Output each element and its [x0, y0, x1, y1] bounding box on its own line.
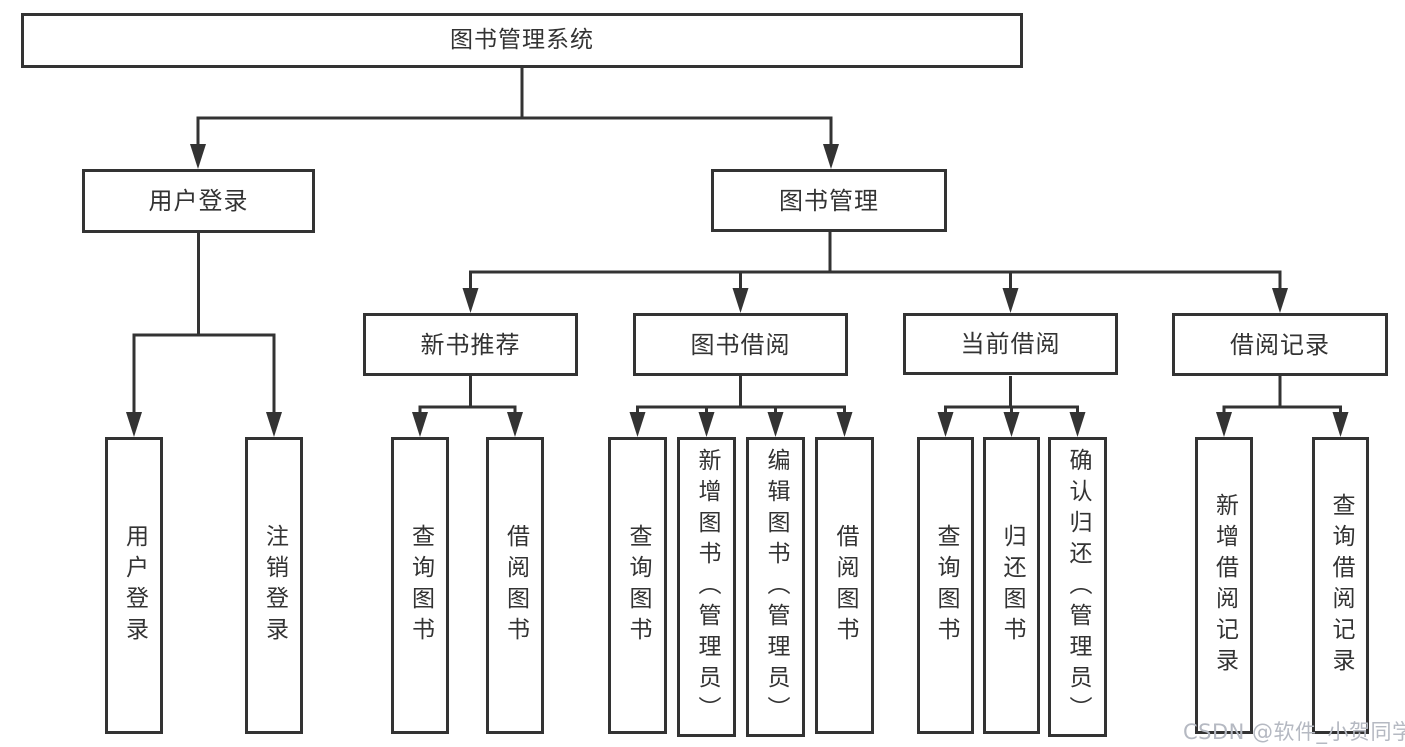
arrowheads [126, 144, 1349, 437]
node-current-borrow: 当前借阅 [903, 313, 1118, 375]
leaf-current-confirm-return-admin: 确认归还（管理员） [1048, 437, 1107, 737]
leaf-current-query-book: 查询图书 [917, 437, 974, 734]
leaf-borrow-borrow-book: 借阅图书 [815, 437, 874, 734]
node-book-management: 图书管理 [711, 169, 947, 232]
leaf-records-add-record: 新增借阅记录 [1195, 437, 1253, 734]
node-library-management-system: 图书管理系统 [21, 13, 1023, 68]
node-book-borrow: 图书借阅 [633, 313, 848, 376]
leaf-records-query-record: 查询借阅记录 [1312, 437, 1369, 734]
leaf-logout-login: 注销登录 [245, 437, 303, 734]
csdn-watermark: CSDN @软件_小贺同学 [1183, 720, 1405, 744]
leaf-current-return-book: 归还图书 [983, 437, 1040, 734]
leaf-borrow-edit-book-admin: 编辑图书（管理员） [746, 437, 805, 737]
leaf-recommend-borrow-book: 借阅图书 [486, 437, 544, 734]
leaf-borrow-query-book: 查询图书 [608, 437, 667, 734]
leaf-user-login: 用户登录 [105, 437, 163, 734]
leaf-borrow-add-book-admin: 新增图书（管理员） [677, 437, 736, 737]
node-user-login: 用户登录 [82, 169, 315, 233]
leaf-recommend-query-book: 查询图书 [391, 437, 449, 734]
node-new-book-recommend: 新书推荐 [363, 313, 578, 376]
node-borrow-records: 借阅记录 [1172, 313, 1388, 376]
